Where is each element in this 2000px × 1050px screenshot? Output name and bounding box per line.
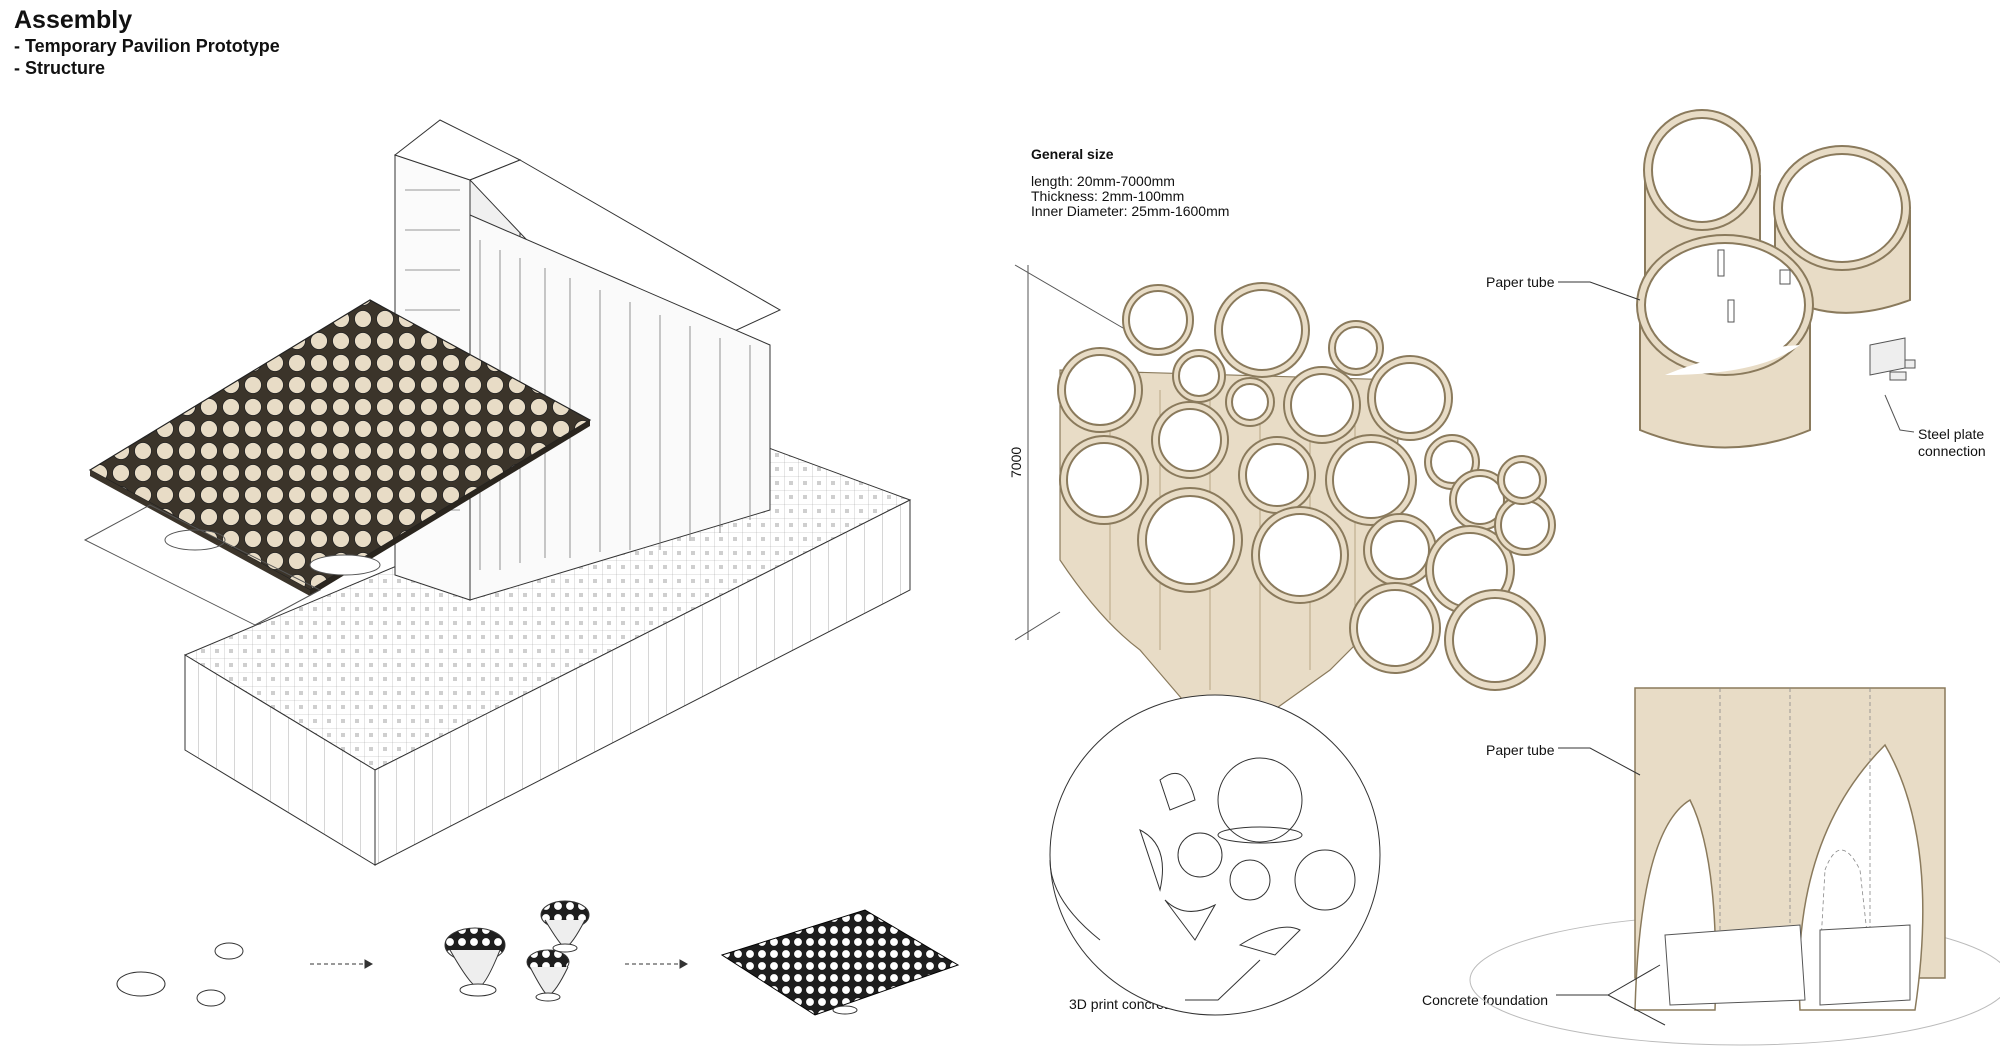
callout-steel-plate-1: Steel plate — [1918, 426, 1985, 442]
foundation-detail — [1469, 687, 2000, 1046]
general-size-heading: General size — [1031, 146, 1114, 162]
subtitle-structure: - Structure — [14, 58, 106, 78]
assembly-sequence — [116, 900, 960, 1016]
leader-concrete-foundation — [1556, 964, 1666, 1026]
leader-print-concrete — [1185, 959, 1261, 1001]
arrow-head-2 — [679, 959, 689, 969]
dimension-line — [1014, 264, 1136, 641]
footing-disc-3 — [196, 989, 226, 1007]
leader-paper-tube-bottom — [1558, 747, 1641, 776]
spec-inner-diameter: Inner Diameter: 25mm-1600mm — [1031, 203, 1230, 219]
callout-concrete-foundation: Concrete foundation — [1422, 992, 1549, 1008]
perforated-roof-panel — [88, 299, 592, 596]
tube-rings — [1057, 282, 1556, 691]
spec-thickness: Thickness: 2mm-100mm — [1031, 188, 1185, 204]
arrow-head-1 — [364, 959, 374, 969]
page-title: Assembly — [14, 6, 133, 34]
callout-paper-tube-top: Paper tube — [1486, 274, 1555, 290]
footing-disc-2 — [214, 942, 244, 960]
tube-detail-top — [1636, 109, 1911, 449]
panel-assembled — [720, 909, 960, 1016]
concrete-base — [1049, 694, 1381, 1016]
subtitle-prototype: - Temporary Pavilion Prototype — [14, 36, 280, 56]
ground-footprint — [83, 504, 381, 626]
leader-paper-tube-top — [1558, 281, 1641, 301]
tube-cluster-small — [444, 900, 590, 1002]
callout-paper-tube-bottom: Paper tube — [1486, 742, 1555, 758]
footing-disc-1 — [116, 971, 166, 997]
tube-cluster — [1057, 282, 1556, 736]
spec-length: length: 20mm-7000mm — [1031, 173, 1175, 189]
steel-plate-connection — [1869, 337, 1916, 433]
callout-steel-plate-2: connection — [1918, 443, 1986, 459]
